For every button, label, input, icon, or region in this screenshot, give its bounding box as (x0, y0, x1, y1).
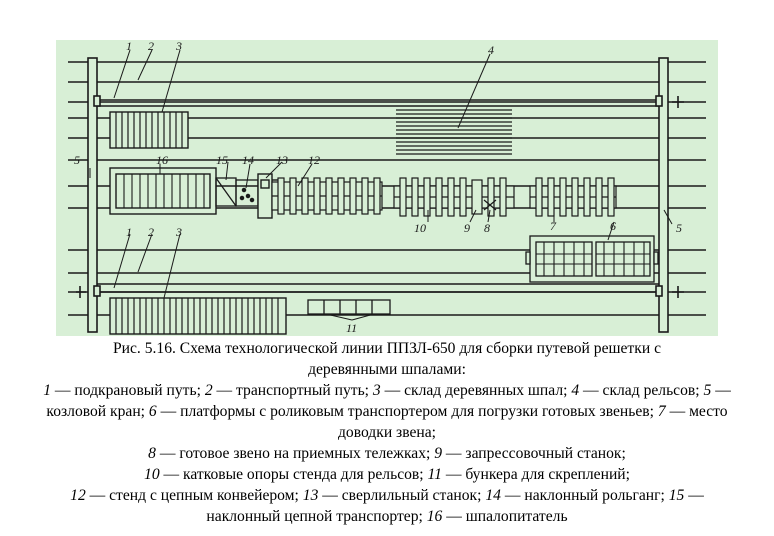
legend-num: 2 (204, 382, 213, 399)
gantry-crane (76, 57, 684, 333)
legend-text: — готовое звено на приемных тележках; (155, 445, 435, 462)
caption-title-line2: деревянными шпалами: (308, 361, 466, 378)
sleeper-stock-bottom (109, 297, 287, 335)
loading-platforms (525, 235, 659, 283)
legend-num: 16 (426, 508, 443, 525)
legend-num: 13 (302, 487, 319, 504)
legend-num: 14 (485, 487, 501, 504)
legend-text: — склад деревянных шпал; (380, 382, 572, 399)
callout-16: 16 (156, 153, 168, 167)
legend-text: — катковые опоры стенда для рельсов; (159, 466, 428, 483)
crane-wheel (93, 285, 101, 297)
crane-wheel (655, 285, 663, 297)
legend-num: 8 (148, 445, 156, 462)
technological-line-diagram: 1 2 3 4 5 16 15 14 13 12 10 9 8 7 6 5 1 … (56, 40, 718, 336)
legend-text: — бункера для скреплений; (441, 466, 630, 483)
legend-text: — платформы с роликовым транспортером дл… (156, 403, 658, 420)
finishing-place (529, 177, 617, 217)
callout-4: 4 (488, 43, 494, 57)
sleeper-stock-top (109, 111, 189, 149)
caption-title-line1: Рис. 5.16. Схема технологической линии П… (112, 340, 661, 357)
legend-text: — склад рельсов; (579, 382, 704, 399)
legend-text: — подкрановый путь; (50, 382, 205, 399)
callout-5-left: 5 (74, 153, 80, 167)
rail-stand-rollers (393, 177, 515, 217)
sleeper-bars (115, 112, 183, 148)
legend-num: 12 (70, 487, 86, 504)
callout-3-bottom: 3 (175, 225, 182, 239)
legend-text: — наклонный рольганг; (500, 487, 669, 504)
callout-3-top: 3 (175, 40, 182, 53)
callout-12: 12 (308, 153, 320, 167)
sleeper-feeder (109, 167, 217, 215)
legend-text: — сверлильный станок; (318, 487, 486, 504)
callout-5-right: 5 (676, 221, 682, 235)
callout-10: 10 (414, 221, 426, 235)
legend-text: — шпалопитатель (442, 508, 568, 525)
legend-num: 3 (372, 382, 381, 399)
rail-storage (396, 109, 512, 155)
legend-num: 15 (668, 487, 685, 504)
crane-left-leg (87, 57, 98, 333)
legend-text: — наклонный цепной транспортер; (206, 487, 704, 525)
callout-1-bottom: 1 (126, 225, 132, 239)
legend-num: 9 (434, 445, 443, 462)
legend-text: — место доводки звена; (337, 403, 728, 441)
legend-text: — запрессовочный станок; (442, 445, 626, 462)
chain-conveyor-stand (271, 177, 383, 215)
callout-2-top: 2 (148, 40, 154, 53)
callout-6: 6 (610, 219, 616, 233)
legend-text: — стенд с цепным конвейером; (85, 487, 303, 504)
legend-num: 6 (148, 403, 157, 420)
drilling-machine (257, 173, 280, 219)
callout-11: 11 (346, 321, 357, 335)
figure-caption: Рис. 5.16. Схема технологической линии П… (40, 338, 734, 527)
callout-2-bottom: 2 (148, 225, 154, 239)
callout-1-top: 1 (126, 40, 132, 53)
legend-text: — козловой кран; (46, 382, 731, 420)
fastener-bins (307, 299, 391, 315)
legend-num: 7 (657, 403, 666, 420)
legend-num: 1 (43, 382, 51, 399)
callout-7: 7 (550, 219, 557, 233)
callout-labels: 1 2 3 4 5 16 15 14 13 12 10 9 8 7 6 5 1 … (74, 40, 682, 335)
rail-stop (672, 96, 684, 108)
caption-legend: 1 — подкрановый путь; 2 — транспортный п… (40, 380, 734, 527)
crane-right-leg (658, 57, 669, 333)
leader-lines (89, 49, 673, 321)
callout-15: 15 (216, 153, 228, 167)
legend-num: 11 (427, 466, 442, 483)
crane-wheel (655, 95, 663, 107)
callout-9: 9 (464, 221, 470, 235)
callout-14: 14 (242, 153, 254, 167)
crane-wheel (93, 95, 101, 107)
rail-stop (76, 286, 86, 298)
callout-13: 13 (276, 153, 288, 167)
rail-stop (672, 286, 684, 298)
legend-text: — транспортный путь; (212, 382, 373, 399)
legend-num: 10 (144, 466, 160, 483)
legend-num: 4 (571, 382, 580, 399)
legend-num: 5 (703, 382, 712, 399)
callout-8: 8 (484, 221, 490, 235)
